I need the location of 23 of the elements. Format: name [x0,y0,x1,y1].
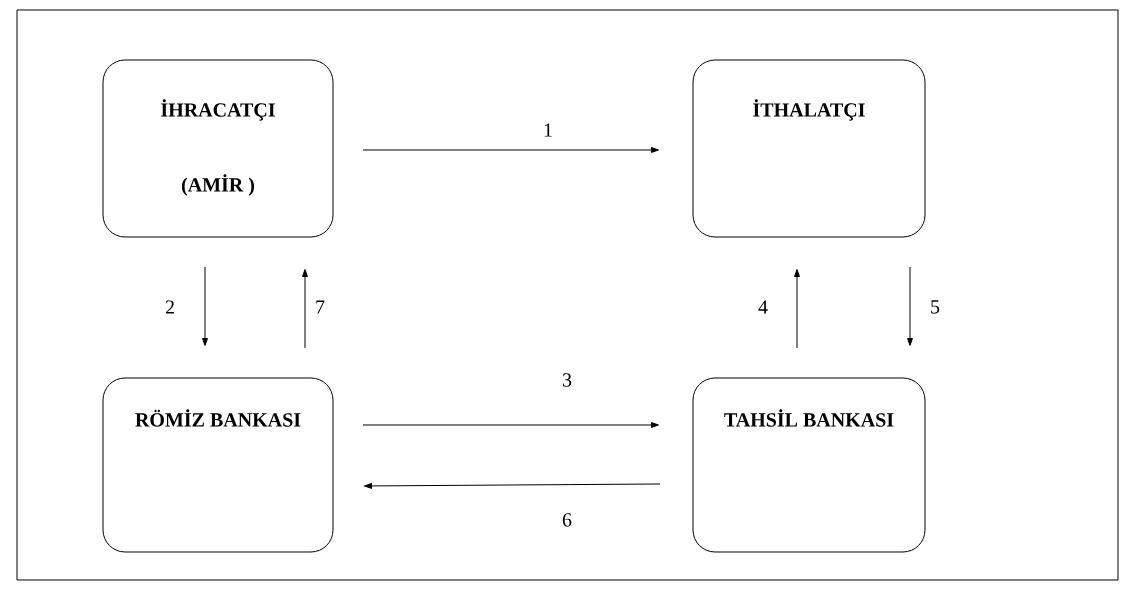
box-label: (AMİR ) [181,174,255,196]
arrow [794,269,800,349]
rounded-box [692,377,926,553]
edge-label: 3 [561,372,573,388]
box-label: İHRACATÇI [161,99,275,121]
box-label: İTHALATÇI [753,99,865,121]
box-label: TAHSİL BANKASI [724,409,894,427]
arrow [302,269,308,349]
rounded-box [102,59,334,238]
arrow [364,483,661,489]
rounded-box [102,377,334,553]
edge-label: 1 [542,122,554,138]
edge-label: 5 [929,299,941,315]
edge-label: 4 [757,299,769,315]
box-label: RÖMİZ BANKASI [135,409,301,427]
arrow [362,147,659,153]
edge-label: 2 [164,299,176,315]
arrow [202,266,208,346]
arrow [362,422,659,428]
rounded-box [692,59,926,238]
edge-label: 7 [314,299,326,315]
edge-label: 6 [561,512,573,528]
arrow [907,266,913,346]
